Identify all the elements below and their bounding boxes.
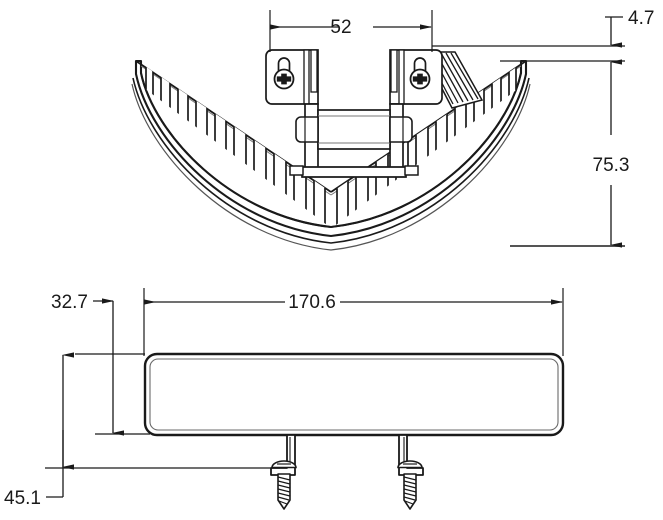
mount-base-plate [301,166,407,178]
bracket-screw-assembly-1 [270,434,297,510]
dim-label-4-7: 4.7 [628,8,654,29]
dimension-32-7: 32.7 [51,292,150,436]
mount-base-tab-left [289,165,304,176]
phillips-cross-right [412,73,428,85]
bracket-screw-assembly-2 [397,434,424,510]
dimension-52: 52 [269,10,433,52]
dim-label-170-6: 170.6 [288,292,336,313]
dimension-45-1: 45.1 [4,352,280,509]
dim-label-52: 52 [330,17,351,38]
crossbar-endcap-left [295,116,319,143]
top-view-group: 52 4.7 75.3 [131,8,654,251]
bracket-rib-left-2 [310,49,318,93]
screw-threads-1 [277,476,291,505]
housing-outer-body [143,352,565,437]
housing-inner-outline [149,358,559,431]
bracket-rib-right [398,49,405,105]
bracket-tab-2 [398,434,424,476]
dim-label-32-7: 32.7 [51,292,88,313]
dim-label-75-3: 75.3 [593,155,630,176]
mount-base-tab-right [404,165,419,176]
center-mount-assembly [265,49,443,178]
bottom-view-group: 170.6 32.7 45.1 [4,288,565,510]
bracket-rib-right-2 [390,49,398,93]
heatsink-shell-line-2 [131,83,531,251]
bracket-rib-left [303,49,310,105]
dim-label-45-1: 45.1 [4,488,41,509]
dimension-170-6: 170.6 [143,288,564,356]
phillips-cross-left [276,73,292,85]
screw-threads-2 [403,476,417,505]
heatsink-shell-line-1 [132,77,530,244]
bracket-tab-1 [270,434,296,476]
dimension-4-7: 4.7 [432,8,654,62]
crossbar-endcap-right [389,116,413,143]
heatsink-inner-curve [140,72,522,228]
dimension-75-3: 75.3 [510,59,630,248]
